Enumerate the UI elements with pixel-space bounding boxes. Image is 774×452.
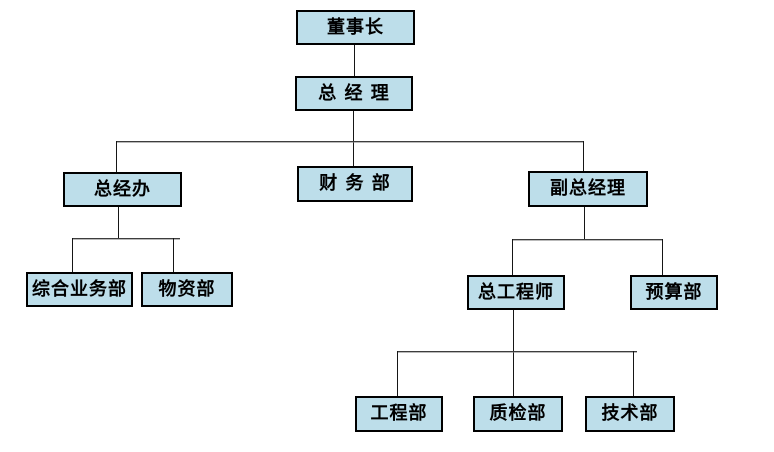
connector-gm-office-rail <box>72 238 180 239</box>
connector-chief-engineer-rail <box>397 351 637 352</box>
connector-rail-engineering <box>397 351 398 396</box>
connector-main-rail <box>116 141 583 142</box>
connector-rail-budget <box>662 239 663 275</box>
connector-gm-finance <box>353 111 354 166</box>
connector-deputy-gm-rail <box>512 239 663 240</box>
connector-rail-chief-engineer <box>512 239 513 275</box>
node-quality-dept: 质检部 <box>473 396 563 432</box>
node-materials-dept: 物资部 <box>141 272 233 307</box>
connector-gm-office-down <box>118 207 119 238</box>
node-chairman: 董事长 <box>296 10 415 45</box>
node-finance-dept: 财 务 部 <box>297 166 413 202</box>
node-engineering-dept: 工程部 <box>355 396 443 432</box>
node-comp-business-dept: 综合业务部 <box>26 272 133 307</box>
node-deputy-gm: 副总经理 <box>528 171 648 207</box>
node-technology-dept: 技术部 <box>585 396 675 432</box>
connector-rail-technology <box>633 351 634 396</box>
connector-deputy-gm-down <box>584 207 585 239</box>
node-budget-dept: 预算部 <box>630 275 718 310</box>
connector-chairman-gm <box>354 45 355 76</box>
connector-rail-materials <box>173 238 174 272</box>
connector-rail-comp-business <box>72 238 73 272</box>
node-gm-office: 总经办 <box>63 172 182 207</box>
connector-chief-engineer-down <box>513 310 514 396</box>
node-general-manager: 总 经 理 <box>295 76 413 111</box>
connector-rail-gm-office <box>116 141 117 172</box>
connector-rail-deputy-gm <box>583 141 584 171</box>
node-chief-engineer: 总工程师 <box>467 275 565 310</box>
